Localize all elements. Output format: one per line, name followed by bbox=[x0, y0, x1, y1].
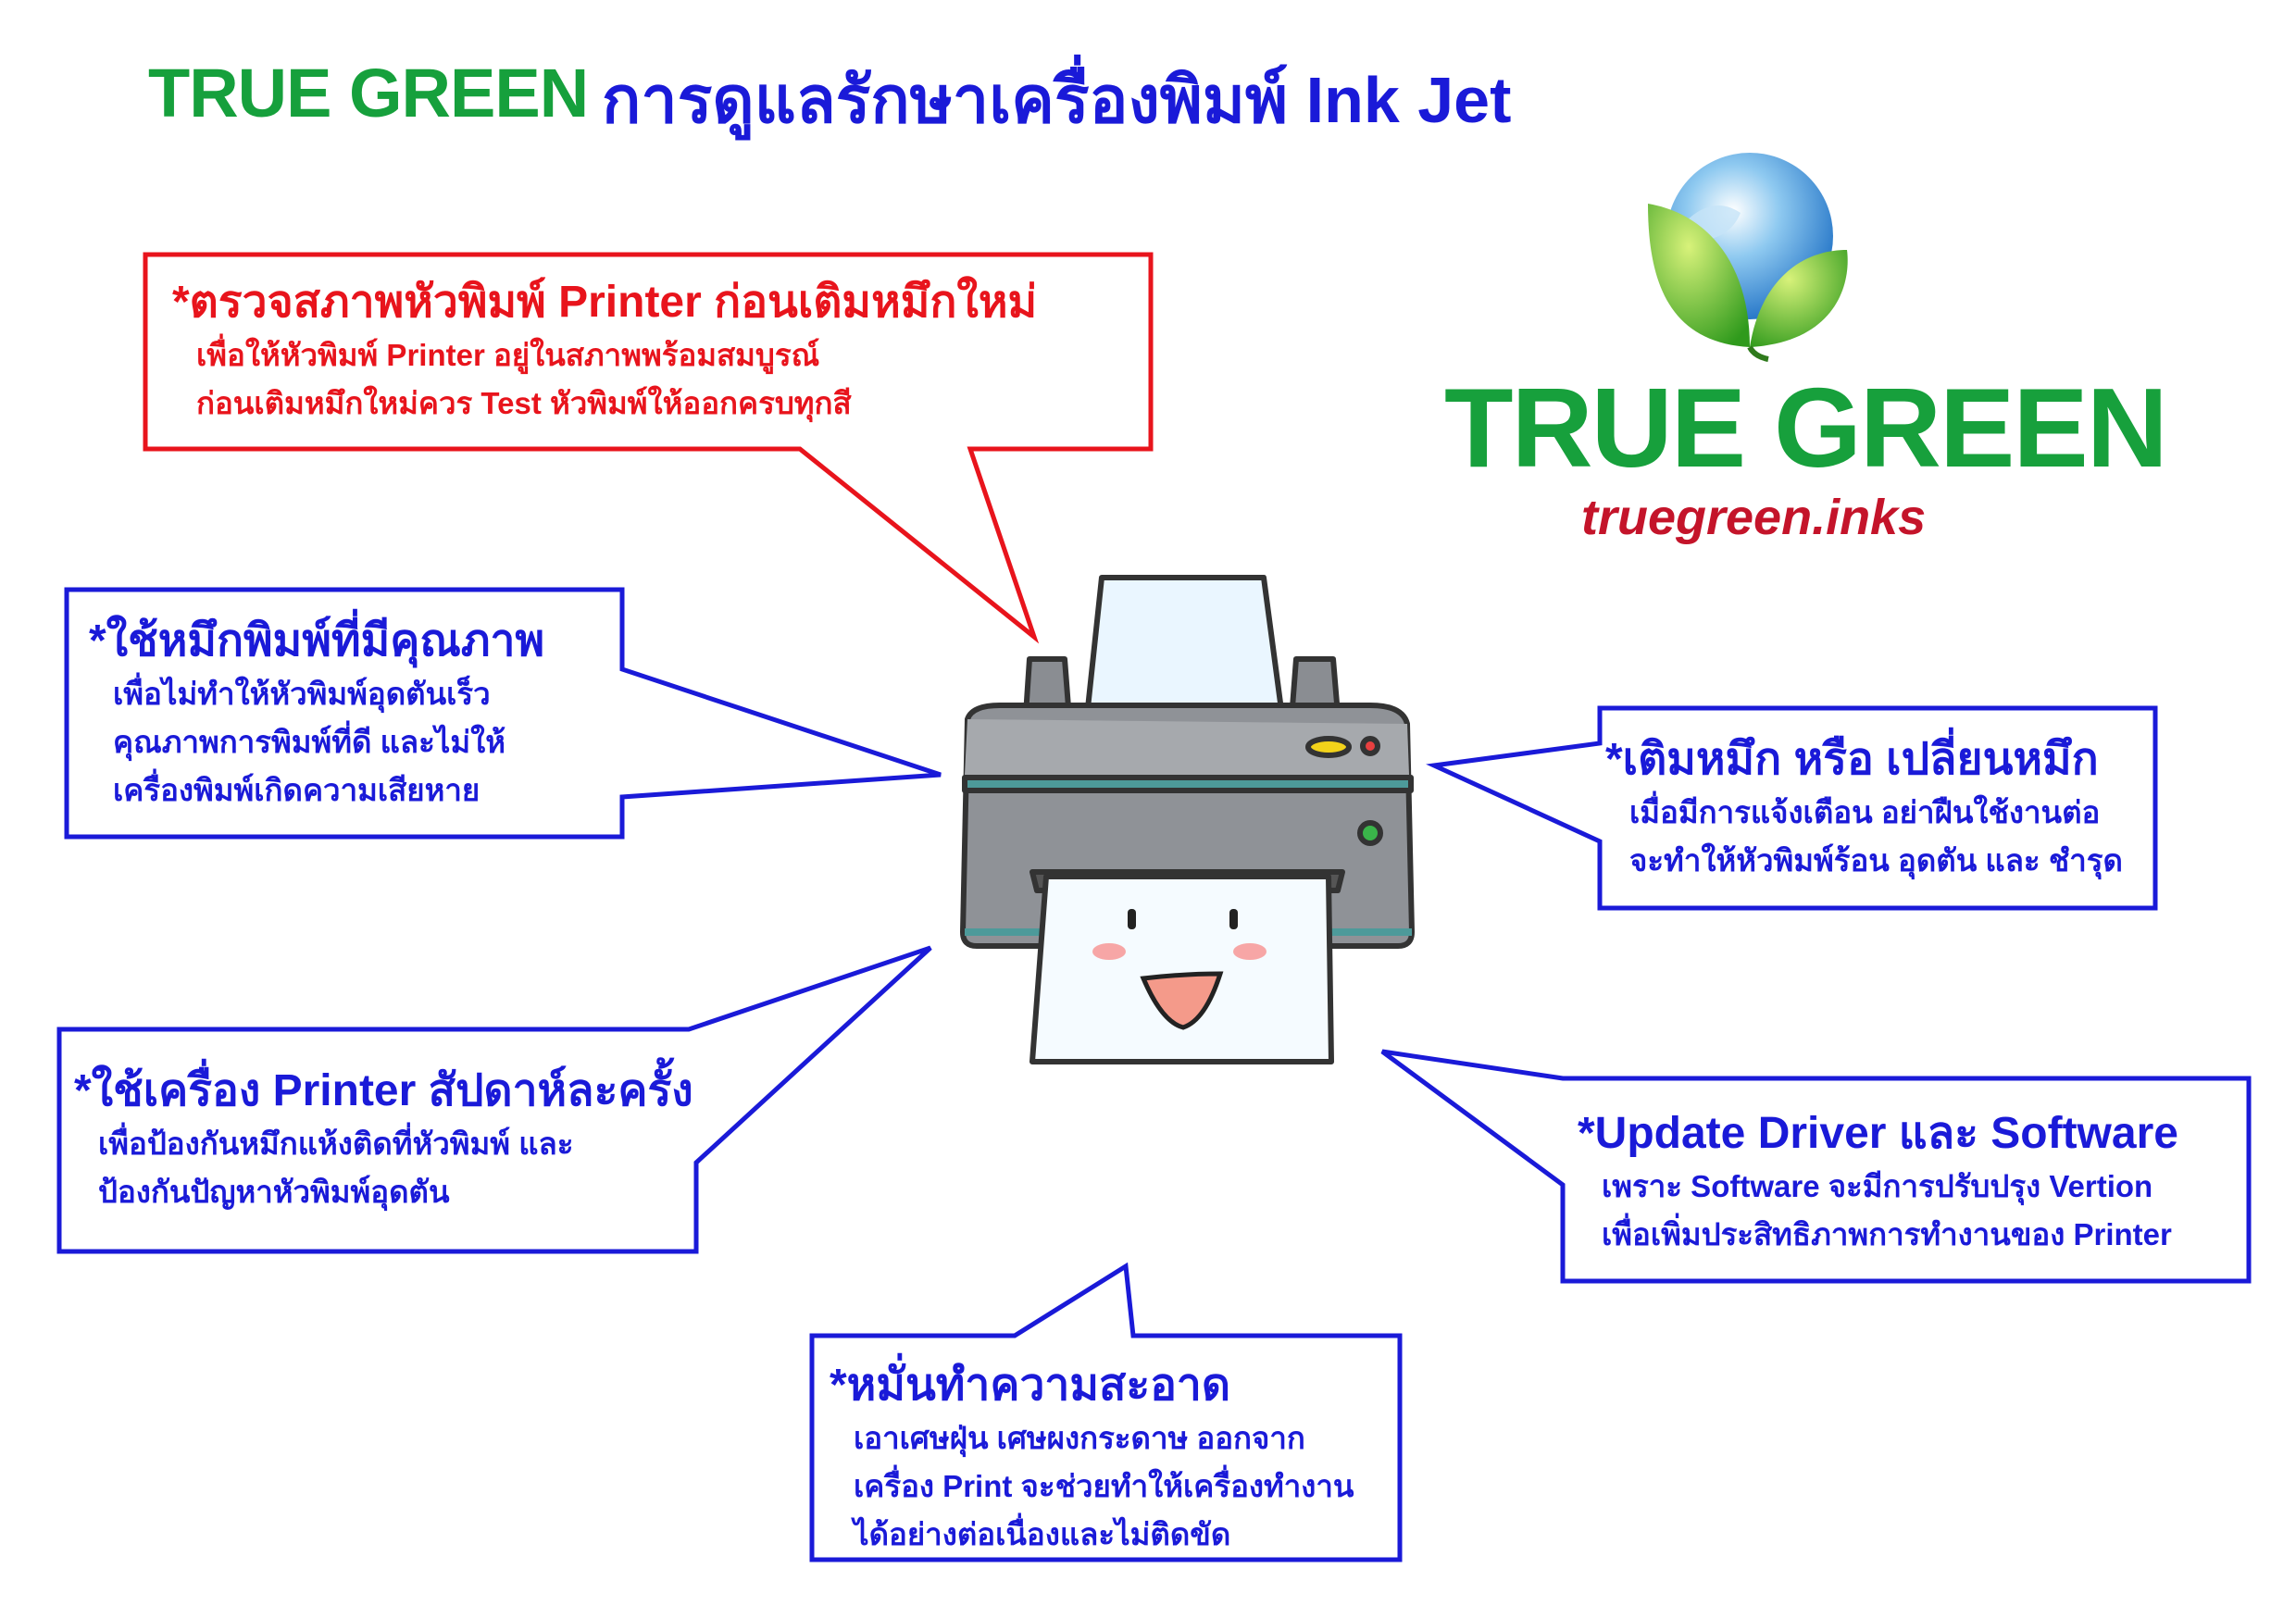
tip-refill: *เติมหมึก หรือ เปลี่ยนหมึก เมื่อมีการแจ้… bbox=[1605, 731, 2123, 885]
tip-line: เพื่อเพิ่มประสิทธิภาพการทำงานของ Printer bbox=[1602, 1217, 2172, 1251]
tip-line: ป้องกันปัญหาหัวพิมพ์อุดตัน bbox=[98, 1175, 450, 1209]
header-logo: TRUE GREEN bbox=[148, 55, 589, 131]
tip-update-driver: *Update Driver และ Software เพราะ Softwa… bbox=[1578, 1105, 2178, 1259]
tip-quality-ink: *ใช้หมึกพิมพ์ที่มีคุณภาพ เพื่อไม่ทำให้หั… bbox=[89, 613, 544, 815]
tip-line: เพื่อให้หัวพิมพ์ Printer อยู่ในสภาพพร้อม… bbox=[196, 338, 820, 372]
page-title: การดูแลรักษาเครื่องพิมพ์ Ink Jet bbox=[602, 64, 1512, 136]
bubble-outline-weekly-use bbox=[56, 945, 932, 1254]
tip-line: เมื่อมีการแจ้งเตือน อย่าฝืนใช้งานต่อ bbox=[1629, 795, 2101, 829]
tip-heading: *ใช้เครื่อง Printer สัปดาห์ละครั้ง bbox=[74, 1066, 693, 1115]
bubble-outline-quality-ink bbox=[64, 587, 942, 840]
tip-line: เอาเศษฝุ่น เศษผงกระดาษ ออกจาก bbox=[854, 1421, 1305, 1455]
tip-line: เครื่อง Print จะช่วยทำให้เครื่องทำงาน bbox=[854, 1469, 1354, 1503]
bubble-outline-update-driver bbox=[1380, 1049, 2252, 1284]
brand-website: truegreen.inks bbox=[1581, 490, 1927, 545]
tip-heading: *Update Driver และ Software bbox=[1578, 1109, 2178, 1158]
tip-line: เพราะ Software จะมีการปรับปรุง Vertion bbox=[1602, 1169, 2153, 1203]
printer-face bbox=[1092, 909, 1267, 1030]
tip-line: จะทำให้หัวพิมพ์ร้อน อุดตัน และ ชำรุด bbox=[1629, 843, 2123, 877]
tip-heading: *ตรวจสภาพหัวพิมพ์ Printer ก่อนเติมหมึกให… bbox=[172, 278, 1038, 327]
bubble-outline-cleaning bbox=[809, 1262, 1403, 1562]
bubble-outline-refill bbox=[1426, 705, 2158, 911]
tip-line: ได้อย่างต่อเนื่องและไม่ติดขัด bbox=[854, 1517, 1231, 1551]
tip-heading: *ใช้หมึกพิมพ์ที่มีคุณภาพ bbox=[89, 616, 545, 666]
bubble-outline-check-head bbox=[143, 252, 1154, 644]
tip-heading: *หมั่นทำความสะอาด bbox=[830, 1361, 1231, 1410]
globe-leaf-logo-icon bbox=[1648, 153, 1848, 362]
tip-line: ก่อนเติมหมึกใหม่ควร Test หัวพิมพ์ให้ออกค… bbox=[196, 386, 852, 420]
tip-check-head: *ตรวจสภาพหัวพิมพ์ Printer ก่อนเติมหมึกให… bbox=[172, 274, 1037, 428]
brand-logo-text: TRUE GREEN bbox=[1444, 365, 2168, 491]
tip-line: คุณภาพการพิมพ์ที่ดี และไม่ให้ bbox=[113, 725, 506, 759]
tip-line: เครื่องพิมพ์เกิดความเสียหาย bbox=[113, 773, 480, 807]
tip-line: เพื่อป้องกันหมึกแห้งติดที่หัวพิมพ์ และ bbox=[98, 1126, 574, 1161]
tip-line: เพื่อไม่ทำให้หัวพิมพ์อุดตันเร็ว bbox=[113, 677, 491, 711]
printer-illustration bbox=[960, 575, 1415, 1064]
tip-weekly-use: *ใช้เครื่อง Printer สัปดาห์ละครั้ง เพื่อ… bbox=[74, 1063, 693, 1216]
tip-heading: *เติมหมึก หรือ เปลี่ยนหมึก bbox=[1605, 735, 2099, 784]
tip-cleaning: *หมั่นทำความสะอาด เอาเศษฝุ่น เศษผงกระดาษ… bbox=[830, 1357, 1354, 1559]
